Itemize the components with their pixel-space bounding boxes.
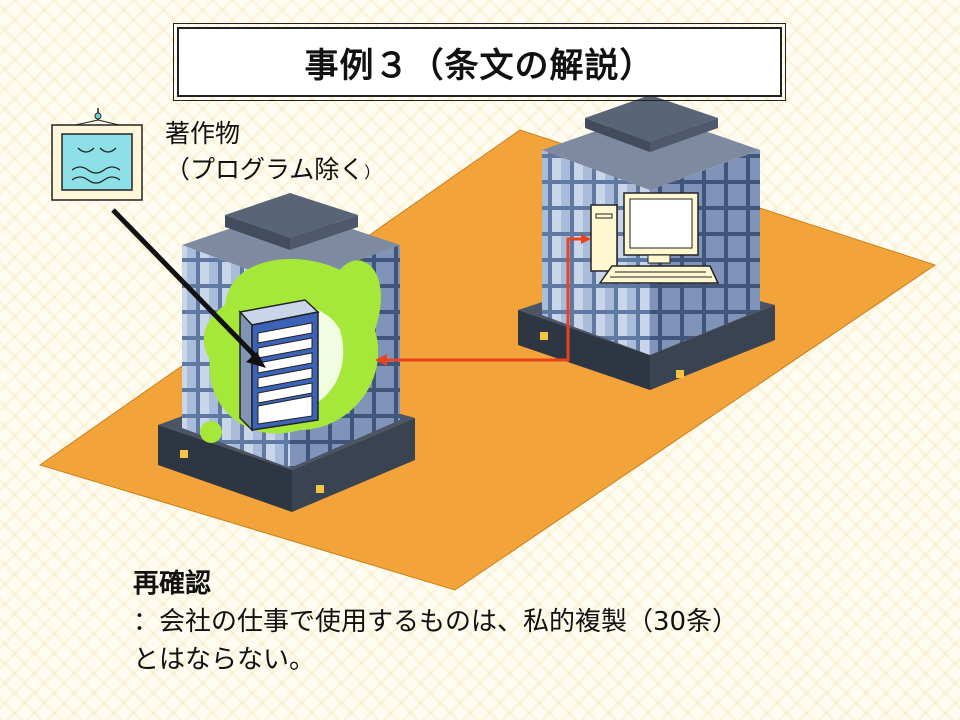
work-label-line2-main: （プログラム除く <box>165 155 365 184</box>
work-pointer-arrow <box>111 208 266 368</box>
copyrighted-work-label: 著作物 （プログラム除く） <box>165 116 380 191</box>
recheck-heading: 再確認 <box>133 569 212 599</box>
recheck-note: 再確認 ：会社の仕事で使用するものは、私的複製（30条） とはならない。 <box>133 565 738 679</box>
network-connection-arrow <box>375 234 591 366</box>
desktop-computer-icon <box>590 192 720 284</box>
slide-title: 事例３（条文の解説） <box>304 45 655 86</box>
framed-picture-icon <box>51 108 143 201</box>
work-label-line2-end: ） <box>364 163 381 182</box>
work-label-line1: 著作物 <box>165 119 241 148</box>
slide-title-box: 事例３（条文の解説） <box>173 23 786 101</box>
recheck-line1: ：会社の仕事で使用するものは、私的複製（30条） <box>133 607 739 637</box>
server-rack-icon <box>238 299 320 432</box>
work-label-line2: （プログラム除く） <box>165 152 380 191</box>
recheck-line2: とはならない。 <box>133 645 316 675</box>
